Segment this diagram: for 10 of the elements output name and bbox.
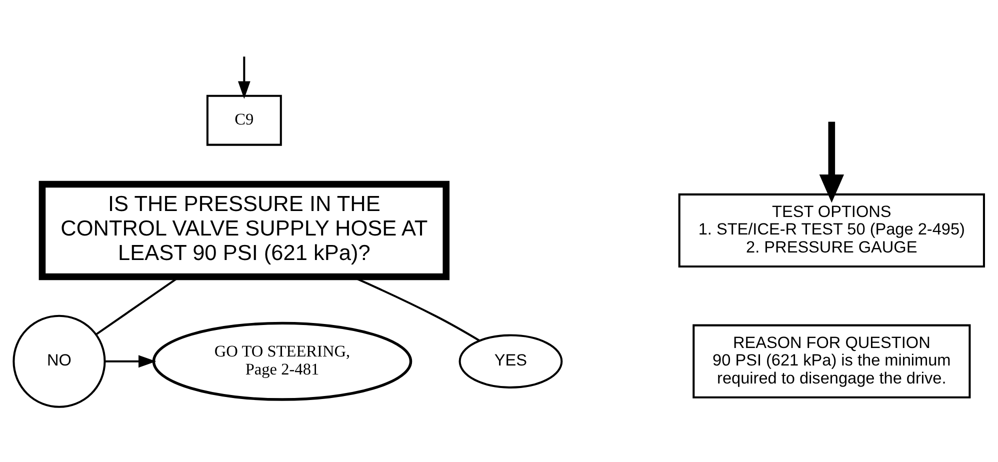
node-circle: NO — [12, 314, 106, 408]
node-box: REASON FOR QUESTION 90 PSI (621 kPa) is the minimum required to disengage the drive. — [692, 324, 971, 398]
arrow — [104, 355, 156, 368]
arrow — [238, 56, 250, 99]
node-box: C9 — [206, 94, 282, 146]
node-box: IS THE PRESSURE IN THE CONTROL VALVE SUPPLY HOSE AT LEAST 90 PSI (621 kPa)? — [38, 180, 450, 280]
arrow — [819, 122, 844, 203]
node-ellipse: GO TO STEERING, Page 2-481 — [152, 322, 412, 401]
node-ellipse: YES — [458, 334, 563, 388]
node-box: TEST OPTIONS 1. STE/ICE-R TEST 50 (Page 2-495) 2. PRESSURE GAUGE — [678, 193, 985, 268]
